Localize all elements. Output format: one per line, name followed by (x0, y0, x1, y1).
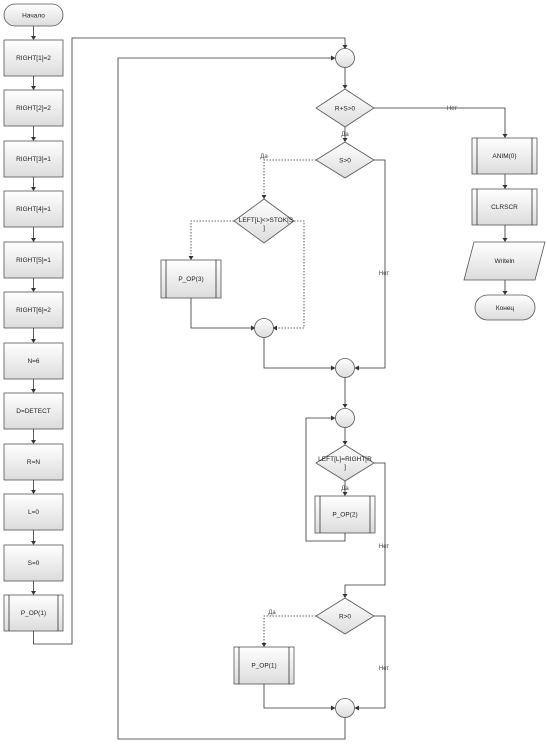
svg-text:N=6: N=6 (27, 358, 39, 365)
process-r: R=N (3, 443, 64, 481)
svg-text:LEFT[L]<>STOK[S: LEFT[L]<>STOK[S (239, 217, 294, 224)
svg-text:Нет: Нет (379, 666, 389, 672)
svg-text:P_OP(1): P_OP(1) (251, 663, 276, 670)
svg-text:S=0: S=0 (28, 560, 40, 567)
decision-left-right: LEFT[L]=RIGHT[R ] (315, 444, 375, 482)
svg-text:Да: Да (260, 154, 268, 160)
svg-text:RIGHT[6]=2: RIGHT[6]=2 (16, 307, 51, 314)
merge-top (335, 48, 355, 68)
subprocess-p-op-2: P_OP(2) (314, 495, 376, 534)
svg-text:Нет: Нет (447, 106, 457, 112)
process-detect: D=DETECT (3, 392, 64, 430)
merge-inner-loop (335, 408, 355, 428)
svg-text:Да: Да (268, 610, 276, 616)
svg-text:Нет: Нет (379, 544, 389, 550)
svg-text:ANIM(0): ANIM(0) (492, 153, 516, 160)
process-right-6: RIGHT[6]=2 (3, 291, 64, 329)
subprocess-p-op-3: P_OP(3) (160, 259, 222, 299)
svg-text:RIGHT[1]=2: RIGHT[1]=2 (16, 55, 51, 62)
svg-text:LEFT[L]=RIGHT[R: LEFT[L]=RIGHT[R (318, 456, 372, 463)
svg-text:P_OP(3): P_OP(3) (178, 276, 203, 283)
process-right-4: RIGHT[4]=1 (3, 190, 64, 228)
svg-text:CLRSCR: CLRSCR (491, 204, 518, 211)
svg-text:Да: Да (341, 132, 349, 138)
svg-text:P_OP(2): P_OP(2) (332, 512, 357, 519)
svg-text:RIGHT[5]=1: RIGHT[5]=1 (16, 257, 51, 264)
process-right-1: RIGHT[1]=2 (3, 39, 64, 77)
process-right-2: RIGHT[2]=2 (3, 89, 64, 127)
svg-text:]: ] (263, 225, 265, 232)
merge-bottom (335, 698, 355, 718)
process-s: S=0 (3, 544, 64, 582)
subprocess-anim: ANIM(0) (471, 137, 538, 175)
end-terminal: Конец (474, 294, 536, 321)
svg-text:L=0: L=0 (28, 509, 39, 516)
svg-text:RIGHT[4]=1: RIGHT[4]=1 (16, 206, 51, 213)
process-n: N=6 (3, 342, 64, 380)
decision-r: R>0 (315, 597, 375, 635)
svg-text:D=DETECT: D=DETECT (16, 408, 51, 415)
io-writeln: Writeln (463, 241, 546, 281)
subprocess-p-op-1: P_OP(1) (233, 646, 295, 685)
start-terminal: Начало (3, 3, 64, 27)
svg-text:R=N: R=N (27, 459, 40, 466)
subprocess-p-op-1-left: P_OP(1) (3, 594, 64, 632)
process-l: L=0 (3, 493, 64, 531)
svg-text:RIGHT[2]=2: RIGHT[2]=2 (16, 105, 51, 112)
subprocess-clrscr: CLRSCR (471, 188, 538, 226)
merge-stok (254, 318, 274, 338)
svg-text:S>0: S>0 (339, 158, 351, 165)
svg-text:Начало: Начало (22, 13, 45, 20)
merge-after-s (335, 358, 355, 378)
svg-text:Конец: Конец (496, 305, 515, 312)
decision-s: S>0 (315, 141, 375, 179)
process-right-3: RIGHT[3]=1 (3, 140, 64, 178)
svg-text:]: ] (344, 464, 346, 471)
process-right-5: RIGHT[5]=1 (3, 241, 64, 279)
svg-text:R+S>0: R+S>0 (335, 106, 356, 113)
decision-left-stok: LEFT[L]<>STOK[S ] (233, 198, 295, 244)
svg-text:Writeln: Writeln (494, 258, 514, 265)
svg-text:P_OP(1): P_OP(1) (21, 610, 46, 617)
svg-text:Нет: Нет (379, 271, 389, 277)
svg-text:R>0: R>0 (339, 614, 351, 621)
svg-text:RIGHT[3]=1: RIGHT[3]=1 (16, 156, 51, 163)
decision-r-plus-s: R+S>0 (315, 88, 375, 128)
